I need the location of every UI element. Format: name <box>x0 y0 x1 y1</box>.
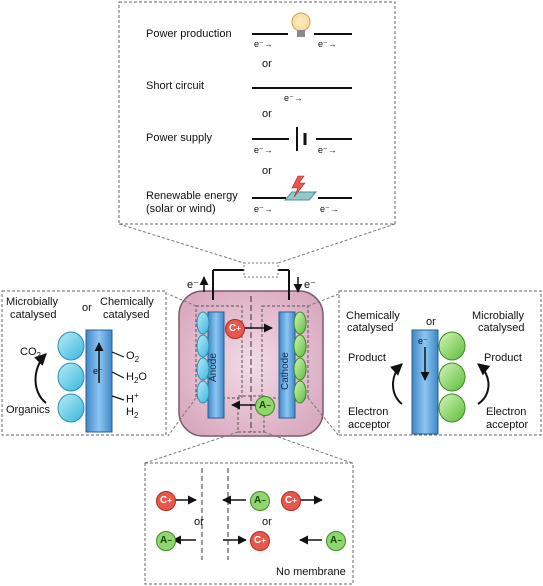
electron-label: e⁻→ <box>254 204 273 214</box>
renewable-energy-label: Renewable energy <box>146 190 238 202</box>
electron-label: e⁻ <box>418 336 428 346</box>
battery-icon <box>296 127 307 151</box>
electron-acceptor-label: Electron <box>486 406 527 418</box>
power-supply-label: Power supply <box>146 132 213 144</box>
anode-label: Anode <box>208 353 219 382</box>
no-membrane-label: No membrane <box>276 566 346 578</box>
electron-label: e⁻→ <box>254 39 273 49</box>
or-label: or <box>426 316 436 328</box>
electrochemical-cell <box>178 262 324 437</box>
electron-left-label: e⁻ <box>187 279 199 291</box>
electron-label: e⁻→ <box>284 93 303 103</box>
right-panel <box>338 290 542 436</box>
bottom-panel <box>144 462 354 585</box>
power-production-label: Power production <box>146 28 232 40</box>
catalysed-label: catalysed <box>478 322 525 334</box>
co2-label: CO2 <box>20 346 41 361</box>
catalysed-label: catalysed <box>103 309 150 321</box>
cation-badge: C+ <box>156 491 176 511</box>
electron-acceptor-label: Electron <box>348 406 389 418</box>
or-label: or <box>262 108 272 120</box>
chemically-label: Chemically <box>100 296 154 308</box>
cation-badge: C+ <box>225 319 245 339</box>
anion-badge: A− <box>250 491 270 511</box>
anion-badge: A− <box>326 531 346 551</box>
hplus-label: H+ <box>126 391 139 406</box>
callout-lines-sides <box>144 293 353 464</box>
o2-label: O2 <box>126 350 140 365</box>
product-label: Product <box>348 352 386 364</box>
chemically-label: Chemically <box>346 310 400 322</box>
or-label: or <box>262 165 272 177</box>
electron-label: e⁻ <box>93 366 103 376</box>
catalysed-label: catalysed <box>347 322 394 334</box>
or-label: or <box>82 302 92 314</box>
electron-label: e⁻→ <box>320 204 339 214</box>
short-circuit-label: Short circuit <box>146 80 205 92</box>
solar-panel-lightning-icon <box>283 175 318 201</box>
or-label: or <box>262 516 272 528</box>
electron-right-label: e⁻ <box>304 279 316 291</box>
callout-lines-top <box>118 223 396 264</box>
organics-label: Organics <box>6 404 51 416</box>
microbially-label: Microbially <box>472 310 524 322</box>
anode-electrode <box>196 311 225 419</box>
left-panel <box>1 290 167 436</box>
electron-label: e⁻→ <box>318 39 337 49</box>
lightbulb-icon <box>291 12 311 37</box>
solar-or-wind-label: (solar or wind) <box>146 203 216 215</box>
cation-badge: C+ <box>250 531 270 551</box>
product-label: Product <box>484 352 522 364</box>
electron-acceptor-label: acceptor <box>486 419 529 431</box>
anion-badge: A− <box>156 531 176 551</box>
microbially-label: Microbially <box>6 296 58 308</box>
cation-badge: C+ <box>281 491 301 511</box>
electron-acceptor-label: acceptor <box>348 419 391 431</box>
h2-label: H2 <box>126 406 139 421</box>
h2o-label: H2O <box>126 371 147 386</box>
or-label: or <box>194 516 204 528</box>
anion-badge: A− <box>255 396 275 416</box>
electron-label: e⁻→ <box>318 145 337 155</box>
electron-label: e⁻→ <box>254 145 273 155</box>
top-panel <box>118 1 396 225</box>
catalysed-label: catalysed <box>10 309 57 321</box>
cathode-electrode <box>278 311 307 419</box>
or-label: or <box>262 58 272 70</box>
cathode-label: Cathode <box>280 352 291 390</box>
